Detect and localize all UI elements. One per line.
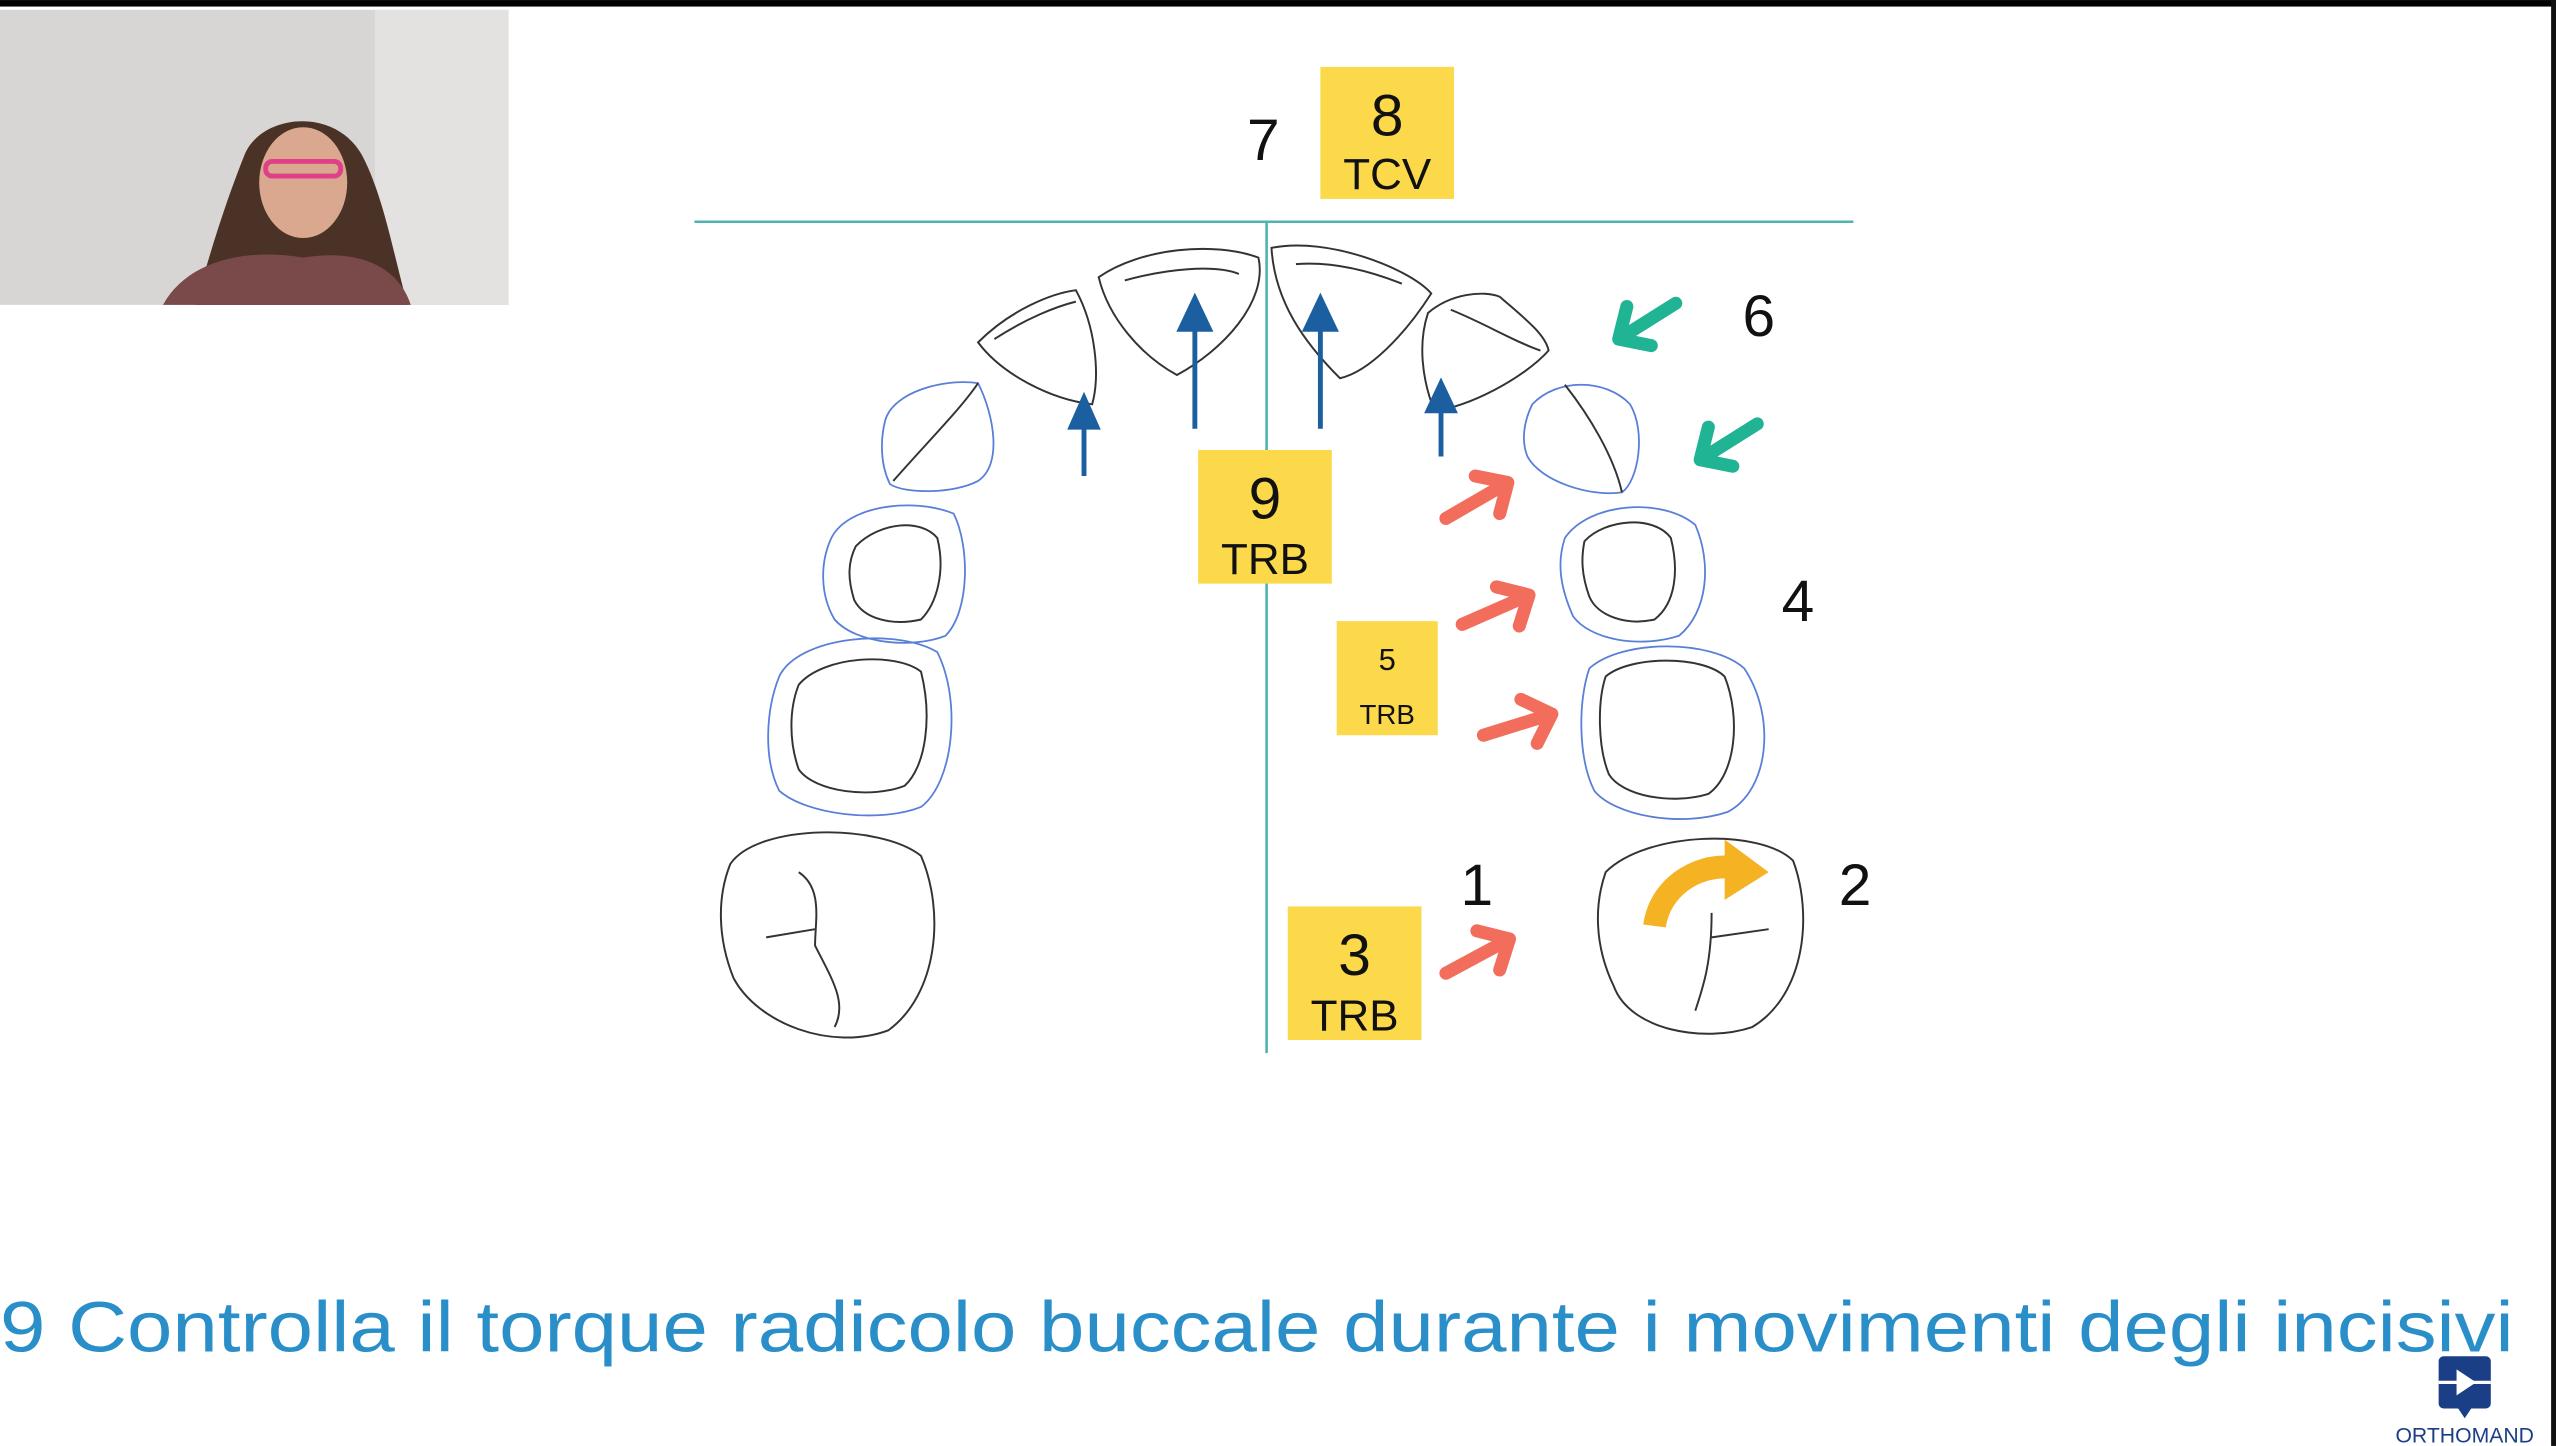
svg-text:8: 8	[1371, 83, 1404, 148]
arrow-up-icon	[1301, 292, 1339, 332]
svg-text:TRB: TRB	[1221, 535, 1309, 584]
arrow-up-icon	[1176, 292, 1214, 332]
box-5-trb: 5 TRB	[1336, 621, 1438, 736]
orthomand-logo: ORTHOMAND	[2395, 1356, 2534, 1446]
box-9-trb: 9 TRB	[1198, 449, 1332, 584]
top-bar	[0, 0, 2556, 7]
red-arrow-icon	[1439, 924, 1516, 980]
box-8-tcv: 8 TCV	[1320, 66, 1455, 199]
slide-caption: 9 Controlla il torque radicolo buccale d…	[0, 1287, 2514, 1367]
svg-text:9: 9	[1249, 466, 1282, 531]
right-border	[2551, 0, 2556, 1446]
dental-arch	[719, 244, 1805, 1039]
svg-text:3: 3	[1338, 923, 1371, 988]
green-arrow-icon	[1612, 296, 1683, 353]
label-4: 4	[1782, 569, 1815, 634]
label-2: 2	[1839, 853, 1872, 918]
rotation-arrow-icon	[1643, 839, 1769, 929]
brand-name: ORTHOMAND	[2395, 1425, 2534, 1446]
webcam-video	[0, 9, 509, 305]
red-arrow-icon	[1455, 580, 1536, 633]
svg-text:TRB: TRB	[1311, 991, 1399, 1040]
blue-arrows	[1067, 292, 1458, 477]
arrow-up-icon	[1424, 377, 1458, 414]
svg-text:TCV: TCV	[1343, 150, 1432, 199]
red-arrow-icon	[1476, 692, 1559, 750]
green-arrow-icon	[1693, 417, 1764, 473]
svg-text:TRB: TRB	[1360, 699, 1415, 730]
label-7: 7	[1247, 108, 1280, 173]
label-6: 6	[1743, 284, 1776, 349]
arrow-up-icon	[1067, 391, 1101, 430]
svg-text:5: 5	[1379, 642, 1396, 677]
red-arrow-icon	[1439, 469, 1515, 525]
box-3-trb: 3 TRB	[1287, 906, 1422, 1040]
label-1: 1	[1461, 853, 1494, 918]
